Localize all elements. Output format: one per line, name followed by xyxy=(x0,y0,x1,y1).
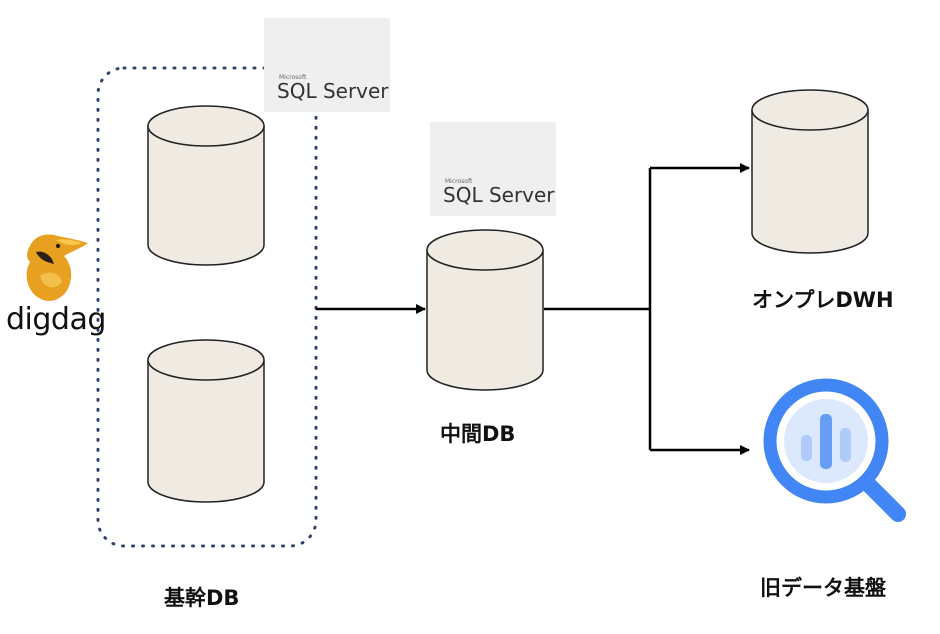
core-db-cylinder-2 xyxy=(147,339,265,503)
sql-server-logo-1 xyxy=(264,18,390,112)
core-db-label: 基幹DB xyxy=(164,586,240,610)
intermediate-db-label: 中間DB xyxy=(440,422,516,446)
sql-server-text-2: SQL Server xyxy=(443,183,555,207)
sql-server-brand-2: Microsoft xyxy=(445,178,473,185)
core-db-group-border xyxy=(96,66,318,548)
onprem-dwh-label: オンプレDWH xyxy=(752,288,894,312)
bigquery-icon xyxy=(763,378,906,522)
sql-server-text-1: SQL Server xyxy=(277,79,389,103)
legacy-platform-label: 旧データ基盤 xyxy=(760,576,886,600)
core-db-cylinder-1 xyxy=(147,105,265,266)
sql-server-logo-2 xyxy=(430,122,556,216)
intermediate-db-cylinder xyxy=(426,229,544,391)
digdag-mascot-icon xyxy=(26,234,88,301)
digdag-logo-text: digdag xyxy=(6,302,106,337)
sql-server-brand-1: Microsoft xyxy=(279,74,307,81)
onprem-dwh-cylinder xyxy=(751,89,869,254)
